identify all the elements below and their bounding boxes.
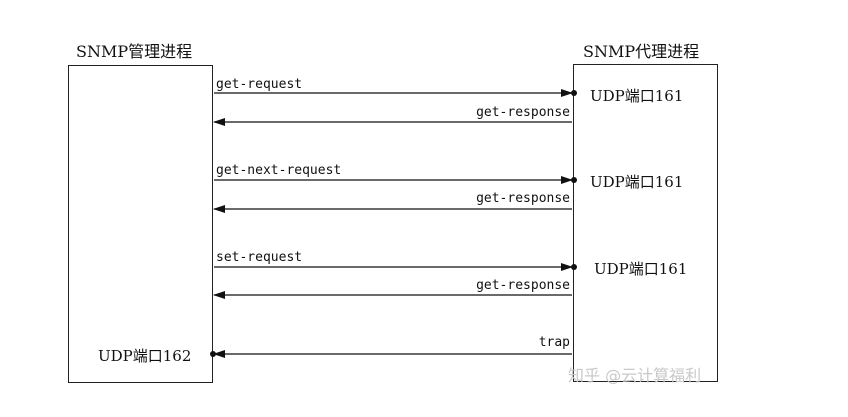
message-label-get-response: get-response — [476, 105, 570, 120]
message-label-get-response: get-response — [476, 191, 570, 206]
message-label-set-request: set-request — [216, 250, 302, 265]
agent-title: SNMP代理进程 — [583, 42, 700, 61]
manager-title: SNMP管理进程 — [76, 42, 193, 61]
message-label-get-next-request: get-next-request — [216, 163, 341, 178]
port-dot — [571, 177, 577, 183]
port-dot — [210, 351, 216, 357]
message-label-get-request: get-request — [216, 77, 302, 92]
manager-port-label: UDP端口162 — [98, 347, 192, 365]
agent-port-label: UDP端口161 — [594, 260, 688, 278]
agent-port-label: UDP端口161 — [590, 87, 684, 105]
snmp-manager-process-box — [68, 65, 213, 383]
snmp-agent-process-box — [573, 64, 718, 382]
agent-port-label: UDP端口161 — [590, 173, 684, 191]
message-label-trap: trap — [539, 335, 570, 350]
port-dot — [571, 90, 577, 96]
watermark: 知乎 @云计算福利 — [568, 366, 702, 385]
port-dot — [571, 264, 577, 270]
message-label-get-response: get-response — [476, 278, 570, 293]
